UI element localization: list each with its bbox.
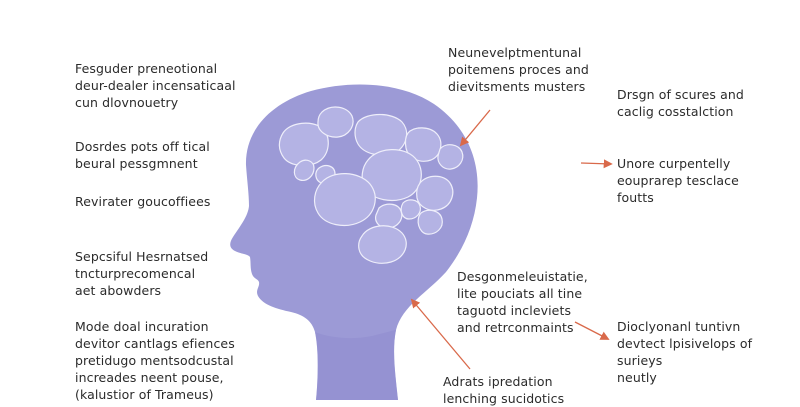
label-line: tncturprecomencal — [75, 266, 196, 281]
brain-blob-cluster — [278, 106, 464, 264]
label-line: Revirater goucoffiees — [75, 194, 211, 209]
label-line: increades neent pouse, — [75, 370, 224, 385]
arrow-to-upper-head — [459, 109, 491, 147]
label-line: Sepcsiful Hesrnatsed — [75, 249, 209, 264]
label-bottom-center: Adrats ipredation lenching sucidotics — [443, 373, 564, 407]
label-line: Drsgn of scures and — [617, 87, 744, 102]
label-line: pretidugo mentsodcustal — [75, 353, 234, 368]
label-line: (kalustior of Trameus) — [75, 387, 214, 402]
label-line: caclig cosstalction — [617, 104, 734, 119]
label-line: foutts — [617, 190, 654, 205]
brain-blob — [317, 106, 354, 138]
label-line: cun dlovnouetry — [75, 95, 179, 110]
label-right-3: Dioclyonanl tuntivn devtect lpisivelops … — [617, 318, 752, 386]
brain-blob — [400, 199, 421, 220]
label-line: eouprarep tesclace — [617, 173, 739, 188]
pointer-arrows — [410, 109, 613, 370]
arrow-to-neck — [410, 298, 471, 370]
brain-blob — [313, 173, 376, 226]
label-line: devtect lpisivelops of — [617, 336, 753, 351]
label-right-2: Unore curpentelly eouprarep tesclace fou… — [617, 155, 739, 206]
label-left-5: Mode doal incuration devitor cantlags ef… — [75, 318, 235, 403]
label-line: lite pouciats all tine — [457, 286, 583, 301]
label-line: beural pessgmnent — [75, 156, 198, 171]
label-line: Neunevelptmentunal — [448, 45, 582, 60]
brain-blob — [278, 122, 329, 166]
brain-blob — [358, 225, 407, 264]
arrow-from-right-to-label — [580, 159, 613, 169]
label-line: neutly — [617, 370, 657, 385]
label-line: Mode doal incuration — [75, 319, 209, 334]
label-top-center: Neunevelptmentunal poitemens proces and … — [448, 44, 589, 95]
brain-blob — [416, 175, 454, 211]
label-line: dievitsments musters — [448, 79, 586, 94]
label-line: taguotd incleviets — [457, 303, 572, 318]
label-line: deur-dealer incensaticaal — [75, 78, 236, 93]
brain-blob — [375, 203, 403, 229]
label-right-1: Drsgn of scures and caclig cosstalction — [617, 86, 744, 120]
label-line: devitor cantlags efiences — [75, 336, 235, 351]
label-line: and retrconmaints — [457, 320, 574, 335]
label-center-right: Desgonmeleuistatie, lite pouciats all ti… — [457, 268, 588, 336]
brain-blob — [437, 144, 464, 170]
arrow-lower-right — [574, 321, 610, 340]
brain-blob — [417, 209, 443, 235]
label-line: poitemens proces and — [448, 62, 589, 77]
label-line: Desgonmeleuistatie, — [457, 269, 588, 284]
neck-shading — [315, 330, 398, 400]
brain-blob — [293, 159, 315, 181]
label-line: aet abowders — [75, 283, 162, 298]
label-left-3: Revirater goucoffiees — [75, 193, 210, 210]
label-line: surieys — [617, 353, 663, 368]
label-line: Dosrdes pots off tical — [75, 139, 210, 154]
brain-blob — [404, 127, 442, 162]
label-left-1: Fesguder preneotional deur-dealer incens… — [75, 60, 236, 111]
brain-blob — [354, 113, 408, 156]
label-left-4: Sepcsiful Hesrnatsed tncturprecomencal a… — [75, 248, 208, 299]
label-line: Fesguder preneotional — [75, 61, 218, 76]
label-left-2: Dosrdes pots off tical beural pessgmnent — [75, 138, 210, 172]
label-line: Dioclyonanl tuntivn — [617, 319, 741, 334]
label-line: Adrats ipredation — [443, 374, 553, 389]
label-line: lenching sucidotics — [443, 391, 565, 406]
label-line: Unore curpentelly — [617, 156, 731, 171]
